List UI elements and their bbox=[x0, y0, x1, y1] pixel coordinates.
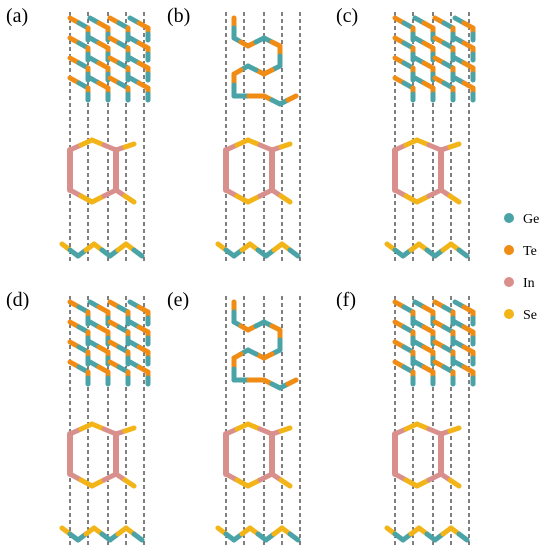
bond bbox=[122, 141, 137, 150]
panel-a bbox=[59, 12, 151, 262]
panel-label-d: (d) bbox=[6, 289, 30, 311]
bond bbox=[131, 247, 145, 259]
bond bbox=[285, 93, 299, 103]
bond bbox=[287, 531, 301, 543]
bond bbox=[122, 477, 137, 489]
panel-label-e: (e) bbox=[167, 289, 190, 311]
gete-layer bbox=[67, 15, 151, 103]
panel-e bbox=[215, 296, 301, 546]
legend-label-se: Se bbox=[523, 308, 537, 323]
gete-layer bbox=[67, 299, 151, 387]
panel-label-f: (f) bbox=[336, 289, 356, 311]
bond bbox=[287, 247, 301, 259]
bond bbox=[447, 141, 462, 150]
bottom-chain bbox=[215, 525, 301, 543]
inse-layer bbox=[223, 421, 293, 489]
gete-layer bbox=[392, 15, 476, 103]
panel-d bbox=[59, 296, 151, 546]
bottom-chain bbox=[215, 241, 301, 259]
inse-layer bbox=[67, 137, 137, 205]
panel-label-b: (b) bbox=[167, 5, 191, 27]
bond bbox=[131, 531, 145, 543]
gete-layer bbox=[231, 299, 299, 391]
panel-b bbox=[215, 12, 301, 262]
inse-layer bbox=[67, 421, 137, 489]
legend-label-in: In bbox=[523, 276, 535, 291]
gete-layer bbox=[392, 299, 476, 387]
bond bbox=[278, 425, 293, 434]
inse-layer bbox=[392, 421, 462, 489]
legend-label-te: Te bbox=[523, 244, 537, 259]
panel-label-c: (c) bbox=[336, 5, 359, 27]
bond bbox=[447, 193, 462, 205]
legend-swatch-te bbox=[504, 245, 514, 255]
inse-layer bbox=[392, 137, 462, 205]
bottom-chain bbox=[384, 525, 470, 543]
legend-swatch-ge bbox=[504, 213, 514, 223]
bond bbox=[278, 141, 293, 150]
inse-layer bbox=[223, 137, 293, 205]
bond bbox=[447, 477, 462, 489]
panel-f bbox=[384, 296, 476, 546]
bond bbox=[456, 531, 470, 543]
bond bbox=[122, 193, 137, 205]
bond bbox=[456, 247, 470, 259]
bond bbox=[285, 377, 299, 387]
bond bbox=[278, 477, 293, 489]
bottom-chain bbox=[384, 241, 470, 259]
panels-layer bbox=[59, 12, 476, 546]
bottom-chain bbox=[59, 241, 145, 259]
legend-swatch-in bbox=[504, 277, 514, 287]
gete-layer bbox=[231, 15, 299, 107]
panel-label-a: (a) bbox=[6, 5, 29, 27]
bond bbox=[278, 193, 293, 205]
legend-label-ge: Ge bbox=[523, 212, 539, 227]
panel-c bbox=[384, 12, 476, 262]
bond bbox=[447, 425, 462, 434]
bottom-chain bbox=[59, 525, 145, 543]
legend-swatch-se bbox=[504, 309, 514, 319]
bond bbox=[122, 425, 137, 434]
